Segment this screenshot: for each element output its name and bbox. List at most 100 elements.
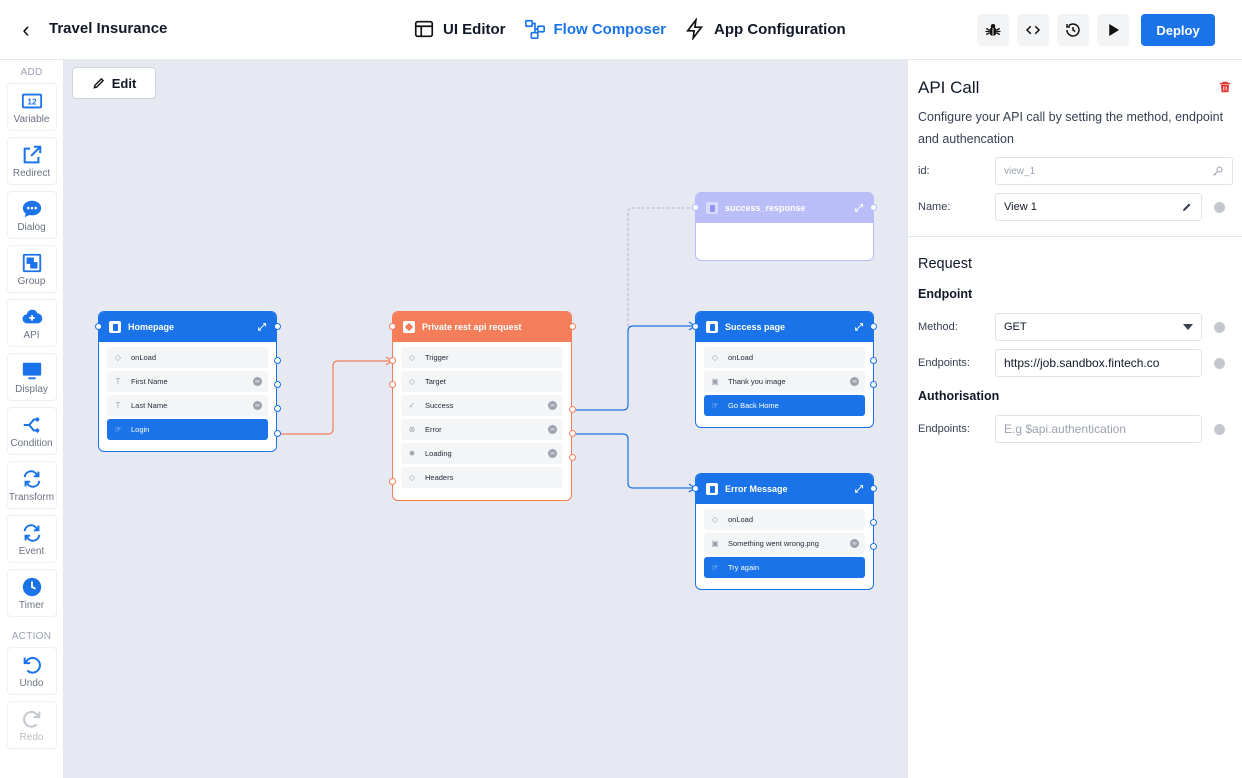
- auth-endpoint-input[interactable]: E.g $api.authentication: [995, 415, 1202, 443]
- code-button[interactable]: [1017, 14, 1049, 46]
- output-port[interactable]: [274, 405, 281, 412]
- group-icon: [22, 253, 41, 272]
- output-port[interactable]: [569, 454, 576, 461]
- node-row[interactable]: ◇Trigger: [401, 347, 563, 368]
- event-tool[interactable]: Event: [6, 515, 57, 563]
- tab-flow-composer[interactable]: Flow Composer: [524, 18, 666, 40]
- wire-success-to-response[interactable]: [627, 207, 695, 326]
- input-port[interactable]: [692, 204, 699, 211]
- pencil-icon[interactable]: [1181, 201, 1193, 213]
- condition-tool[interactable]: Condition: [6, 407, 57, 455]
- tab-ui-editor[interactable]: UI Editor: [413, 18, 506, 40]
- timer-tool[interactable]: Timer: [6, 569, 57, 617]
- row-label: Loading: [425, 449, 452, 458]
- input-port[interactable]: [389, 357, 396, 364]
- input-port[interactable]: [389, 381, 396, 388]
- group-tool[interactable]: Group: [6, 245, 57, 293]
- node-success-response-header[interactable]: success_response ⤢: [696, 193, 873, 223]
- expand-icon[interactable]: ⤢: [855, 321, 863, 333]
- name-edit-icon[interactable]: [1214, 202, 1225, 213]
- node-row[interactable]: ✹Loading∞: [401, 443, 563, 464]
- output-port[interactable]: [870, 323, 877, 330]
- wire-login-to-trigger[interactable]: [281, 360, 391, 435]
- tab-app-configuration[interactable]: App Configuration: [684, 18, 846, 40]
- output-port[interactable]: [569, 430, 576, 437]
- wire-success-to-success-page[interactable]: [575, 325, 694, 411]
- expand-icon[interactable]: ⤢: [855, 202, 863, 214]
- node-api-request-header[interactable]: Private rest api request: [393, 312, 571, 342]
- input-port[interactable]: [389, 323, 396, 330]
- node-row[interactable]: ☞Try again: [704, 557, 865, 578]
- output-port[interactable]: [274, 381, 281, 388]
- output-port[interactable]: [569, 406, 576, 413]
- auth-edit-icon[interactable]: [1214, 424, 1225, 435]
- variable-tool[interactable]: 12 Variable: [6, 83, 57, 131]
- dialog-tool[interactable]: Dialog: [6, 191, 57, 239]
- node-error-message[interactable]: Error Message ⤢ ◇onLoad ▣Something went …: [695, 473, 874, 590]
- row-label: Target: [425, 377, 446, 386]
- redirect-tool[interactable]: Redirect: [6, 137, 57, 185]
- transform-tool[interactable]: Transform: [6, 461, 57, 509]
- edit-button[interactable]: Edit: [72, 67, 156, 99]
- row-label: Try again: [728, 563, 759, 572]
- node-row[interactable]: ◇onLoad: [704, 347, 865, 368]
- method-edit-icon[interactable]: [1214, 322, 1225, 333]
- node-error-message-header[interactable]: Error Message ⤢: [696, 474, 873, 504]
- node-homepage-header[interactable]: Homepage ⤢: [99, 312, 276, 342]
- variable-tool-label: Variable: [13, 113, 50, 125]
- input-port[interactable]: [389, 478, 396, 485]
- method-label: Method:: [918, 321, 958, 333]
- id-field[interactable]: view_1: [995, 157, 1233, 185]
- node-row[interactable]: ◇Target: [401, 371, 563, 392]
- output-port[interactable]: [870, 543, 877, 550]
- output-port[interactable]: [274, 323, 281, 330]
- row-label: Trigger: [425, 353, 449, 362]
- wire-error-to-error-message[interactable]: [575, 433, 694, 489]
- name-field[interactable]: View 1: [995, 193, 1202, 221]
- link-icon: ∞: [850, 539, 859, 548]
- redo-button[interactable]: Redo: [6, 701, 57, 749]
- node-row[interactable]: ☞Login: [107, 419, 268, 440]
- undo-button[interactable]: Undo: [6, 647, 57, 695]
- node-row[interactable]: ✓Success∞: [401, 395, 563, 416]
- input-port[interactable]: [95, 323, 102, 330]
- debug-button[interactable]: [977, 14, 1009, 46]
- display-tool[interactable]: Display: [6, 353, 57, 401]
- output-port[interactable]: [569, 323, 576, 330]
- expand-icon[interactable]: ⤢: [855, 483, 863, 495]
- node-row[interactable]: ☞Go Back Home: [704, 395, 865, 416]
- endpoint-url-input[interactable]: https://job.sandbox.fintech.co: [995, 349, 1202, 377]
- output-port[interactable]: [870, 519, 877, 526]
- node-success-page[interactable]: Success page ⤢ ◇onLoad ▣Thank you image∞…: [695, 311, 874, 428]
- endpoint-edit-icon[interactable]: [1214, 358, 1225, 369]
- node-row[interactable]: ◇onLoad: [704, 509, 865, 530]
- input-port[interactable]: [692, 323, 699, 330]
- node-row[interactable]: ◇Headers: [401, 467, 563, 488]
- method-select[interactable]: GET: [995, 313, 1202, 341]
- expand-icon[interactable]: ⤢: [258, 321, 266, 333]
- output-port[interactable]: [870, 357, 877, 364]
- preview-button[interactable]: [1097, 14, 1129, 46]
- node-row[interactable]: ⊗Error∞: [401, 419, 563, 440]
- node-success-response[interactable]: success_response ⤢: [695, 192, 874, 261]
- input-port[interactable]: [692, 485, 699, 492]
- output-port[interactable]: [274, 357, 281, 364]
- output-port[interactable]: [870, 204, 877, 211]
- node-api-request[interactable]: Private rest api request ◇Trigger ◇Targe…: [392, 311, 572, 501]
- output-port[interactable]: [870, 485, 877, 492]
- deploy-button[interactable]: Deploy: [1141, 14, 1215, 46]
- output-port[interactable]: [274, 430, 281, 437]
- node-success-page-header[interactable]: Success page ⤢: [696, 312, 873, 342]
- node-row[interactable]: ▣Something went wrong.png∞: [704, 533, 865, 554]
- api-tool[interactable]: API: [6, 299, 57, 347]
- node-row[interactable]: ◇onLoad: [107, 347, 268, 368]
- node-row[interactable]: ▣Thank you image∞: [704, 371, 865, 392]
- trash-icon[interactable]: [1218, 80, 1232, 94]
- back-arrow-icon[interactable]: ‹: [22, 17, 30, 42]
- history-button[interactable]: [1057, 14, 1089, 46]
- output-port[interactable]: [870, 381, 877, 388]
